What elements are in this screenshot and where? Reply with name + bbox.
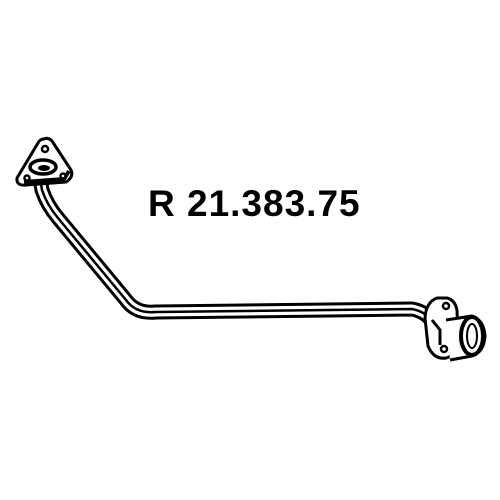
two-bolt-flange-icon	[423, 296, 487, 362]
part-number-label: R 21.383.75	[148, 183, 361, 224]
three-bolt-flange-icon	[15, 136, 74, 187]
